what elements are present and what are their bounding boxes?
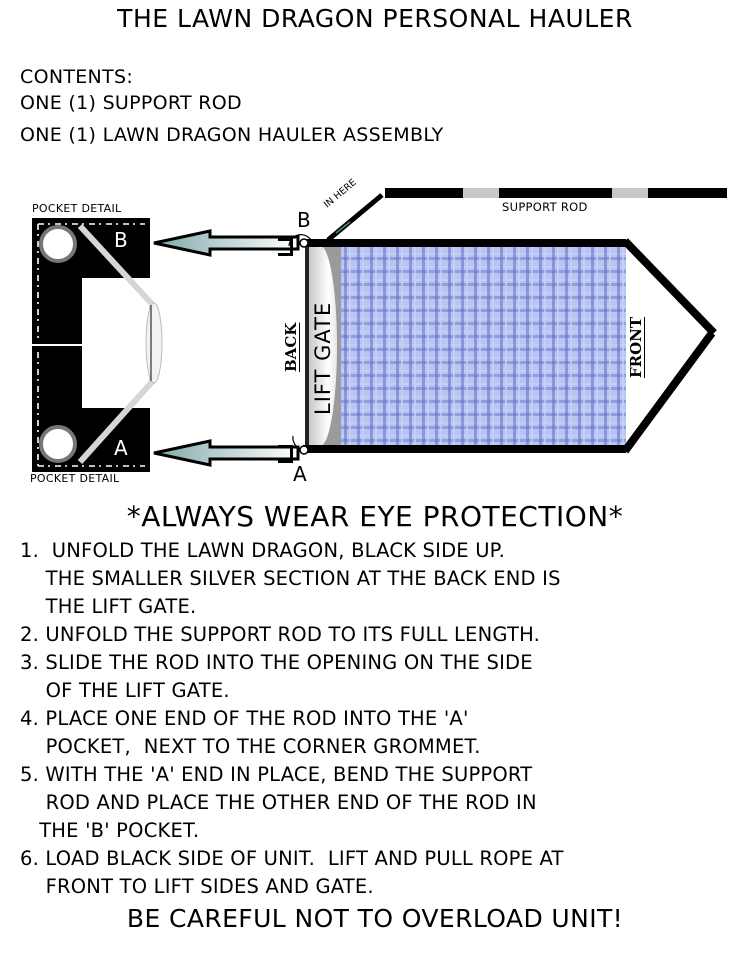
step-5-line-2: ROD AND PLACE THE OTHER END OF THE ROD I…: [20, 791, 537, 814]
step-3-line-1: 3. SLIDE THE ROD INTO THE OPENING ON THE…: [20, 651, 533, 674]
step-1-line-1: 1. UNFOLD THE LAWN DRAGON, BLACK SIDE UP…: [20, 539, 506, 562]
contents-item-support-rod: ONE (1) SUPPORT ROD: [20, 92, 242, 114]
grommet-b-icon: [288, 234, 312, 248]
back-label: BACK: [282, 322, 300, 372]
step-4-line-2: POCKET, NEXT TO THE CORNER GROMMET.: [20, 735, 481, 758]
hauler-front-point: [621, 238, 717, 454]
hauler-top-edge: [303, 239, 626, 247]
step-4-line-1: 4. PLACE ONE END OF THE ROD INTO THE 'A': [20, 707, 469, 730]
corner-b-label: B: [297, 208, 311, 232]
overload-warning: BE CAREFUL NOT TO OVERLOAD UNIT!: [126, 904, 624, 933]
lift-gate: [309, 246, 337, 446]
arrow-a-icon: [153, 439, 300, 467]
grommet-a-icon: [292, 435, 312, 455]
lift-gate-label: LIFT GATE: [311, 301, 335, 415]
instruction-steps: 1. UNFOLD THE LAWN DRAGON, BLACK SIDE UP…: [20, 537, 564, 901]
pocket-a-label: A: [114, 436, 128, 460]
hauler-bed: [340, 246, 626, 446]
corner-a-label: A: [293, 462, 307, 486]
pocket-detail-bottom-label: POCKET DETAIL: [30, 472, 120, 485]
step-5-line-1: 5. WITH THE 'A' END IN PLACE, BEND THE S…: [20, 763, 533, 786]
arrow-b-icon: [153, 229, 300, 257]
support-rod-illustration: [385, 188, 727, 198]
pocket-a-tab: [278, 445, 293, 463]
hauler-bottom-edge: [303, 445, 626, 453]
contents-heading: CONTENTS:: [20, 66, 134, 88]
front-label: FRONT: [627, 316, 645, 378]
back-edge: [305, 244, 309, 450]
insertion-pointer-icon: [326, 193, 384, 242]
pocket-detail-top-label: POCKET DETAIL: [32, 202, 122, 215]
pocket-b-tab: [278, 238, 293, 256]
page-title: THE LAWN DRAGON PERSONAL HAULER: [117, 4, 633, 33]
step-6-line-1: 6. LOAD BLACK SIDE OF UNIT. LIFT AND PUL…: [20, 847, 564, 870]
step-2-line-1: 2. UNFOLD THE SUPPORT ROD TO ITS FULL LE…: [20, 623, 540, 646]
pocket-detail-illustration: [32, 218, 163, 472]
pocket-b-label: B: [114, 228, 128, 252]
support-rod-label: SUPPORT ROD: [502, 200, 588, 214]
assembly-diagram: POCKET DETAIL POCKET DETAIL B A: [0, 177, 750, 490]
step-6-line-2: FRONT TO LIFT SIDES AND GATE.: [20, 875, 374, 898]
step-1-line-3: THE LIFT GATE.: [20, 595, 197, 618]
contents-item-hauler-assembly: ONE (1) LAWN DRAGON HAULER ASSEMBLY: [20, 124, 444, 146]
step-3-line-2: OF THE LIFT GATE.: [20, 679, 230, 702]
eye-protection-warning: *ALWAYS WEAR EYE PROTECTION*: [126, 500, 624, 533]
step-5-line-3: THE 'B' POCKET.: [20, 819, 200, 842]
step-1-line-2: THE SMALLER SILVER SECTION AT THE BACK E…: [20, 567, 561, 590]
